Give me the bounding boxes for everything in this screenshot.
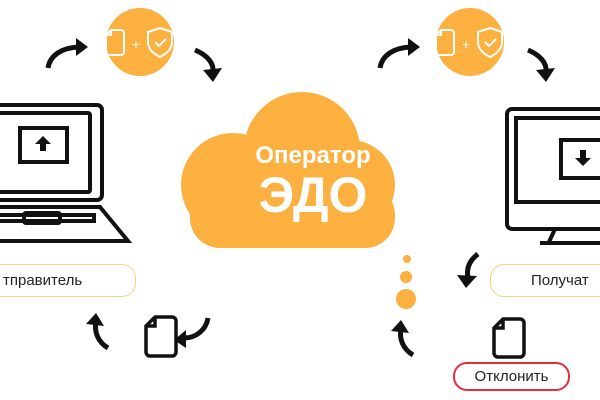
document-icon bbox=[435, 29, 455, 56]
arrow-curved-up-icon bbox=[398, 328, 415, 358]
shield-check-icon bbox=[147, 26, 173, 59]
arrow-curved-up-right-icon bbox=[377, 44, 411, 69]
arrow-curved-up-right-icon bbox=[45, 44, 79, 69]
document-icon bbox=[492, 317, 526, 359]
cloud-subtitle: ЭДО bbox=[259, 167, 368, 223]
arrow-curved-left-icon bbox=[183, 317, 211, 341]
arrow-curved-down-left-icon bbox=[465, 252, 480, 279]
plus-sign: + bbox=[462, 36, 470, 52]
arrow-curved-down-icon bbox=[193, 47, 216, 73]
waiting-dots bbox=[396, 255, 416, 309]
receiver-monitor-icon bbox=[505, 107, 600, 245]
sender-label-text: тправитель bbox=[3, 272, 83, 289]
document-icon bbox=[105, 29, 125, 56]
cloud-title: Оператор bbox=[255, 142, 370, 169]
sign-badge-right: + bbox=[435, 8, 504, 76]
edo-operator-cloud: Оператор ЭДО bbox=[181, 92, 395, 248]
plus-sign: + bbox=[132, 36, 140, 52]
arrow-curved-up-icon bbox=[93, 321, 110, 351]
reject-button[interactable]: Отклонить bbox=[453, 362, 570, 391]
flow-arrows bbox=[45, 38, 555, 358]
receiver-label: Получат bbox=[490, 264, 600, 297]
sender-label: тправитель bbox=[0, 264, 136, 297]
arrow-curved-down-icon bbox=[526, 47, 549, 73]
receiver-label-text: Получат bbox=[531, 272, 589, 289]
document-icon bbox=[144, 315, 178, 358]
shield-check-icon bbox=[477, 26, 503, 59]
sign-badge-left: + bbox=[105, 8, 174, 76]
reject-button-label: Отклонить bbox=[474, 368, 549, 385]
sender-laptop-icon bbox=[0, 103, 133, 243]
